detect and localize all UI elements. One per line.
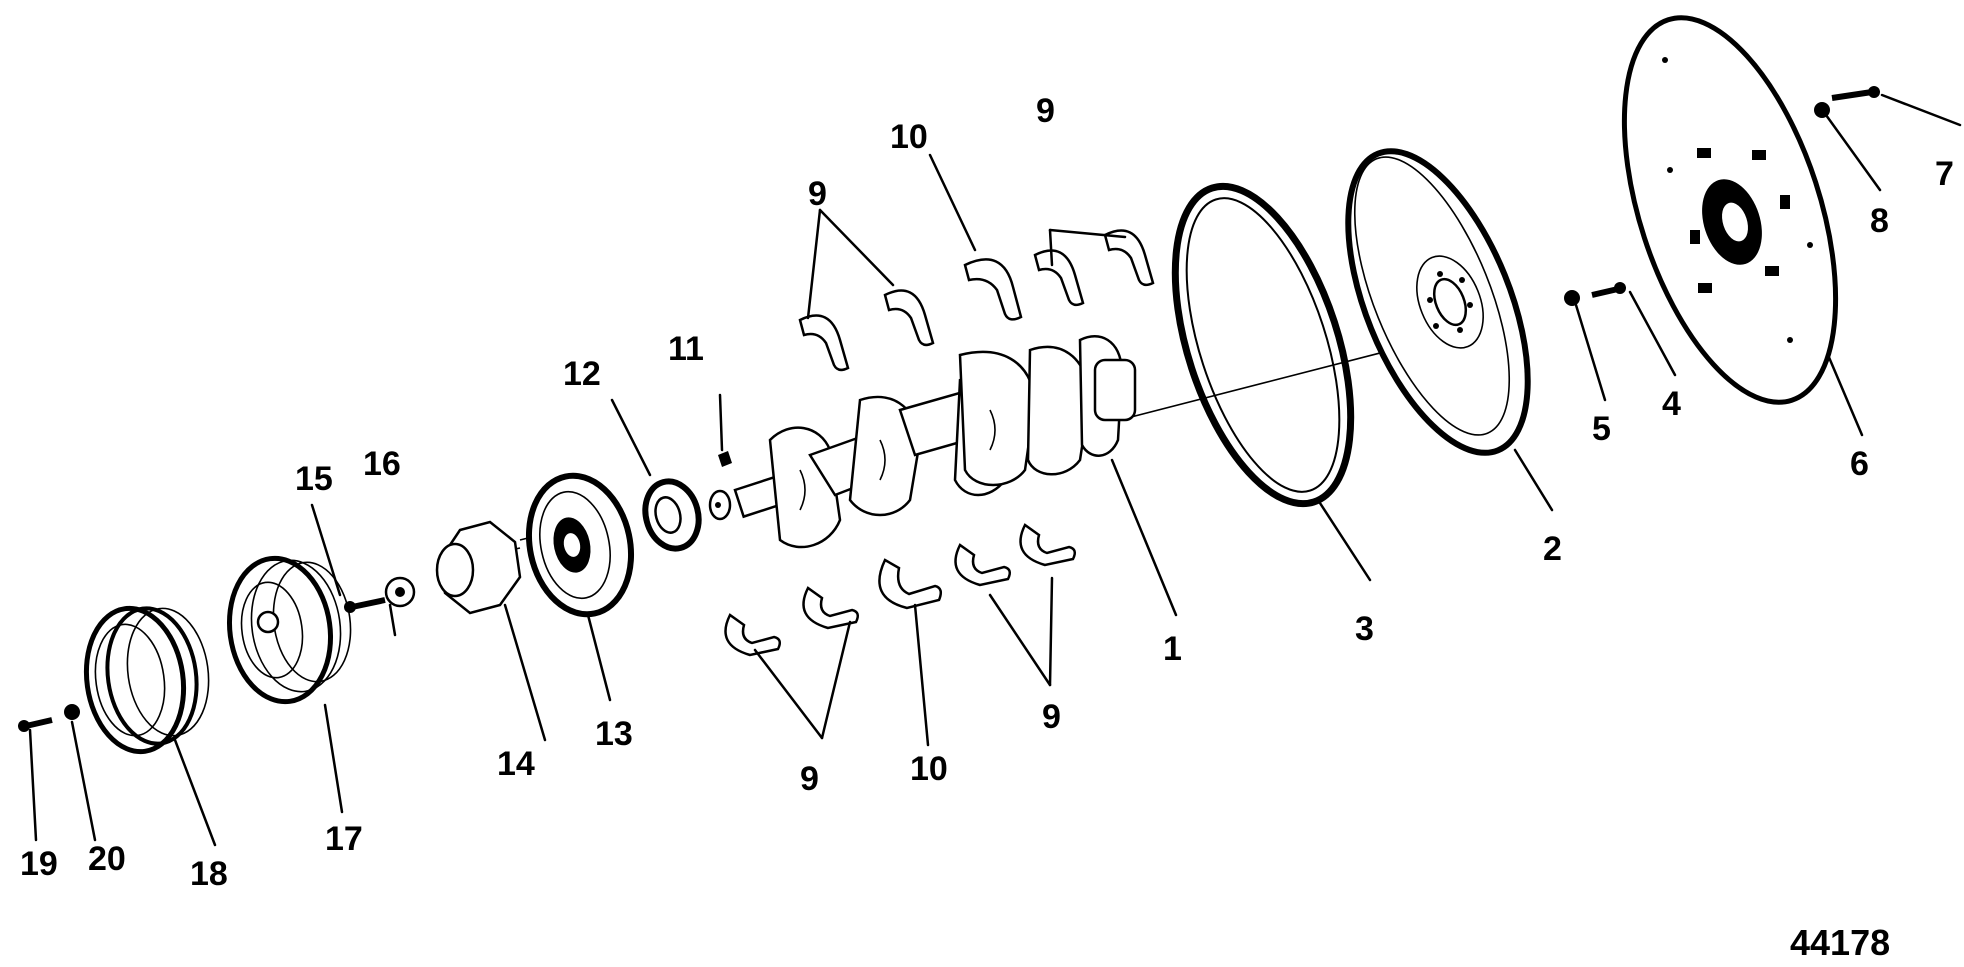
callout-10-upper: 10 bbox=[890, 118, 928, 156]
flexplate-bolt bbox=[1831, 86, 1880, 101]
leader-lines bbox=[28, 93, 1962, 847]
callout-3: 3 bbox=[1355, 610, 1374, 648]
callout-17: 17 bbox=[325, 820, 363, 858]
crankshaft-key bbox=[718, 451, 732, 467]
callout-labels: 1 2 3 4 5 6 7 8 9 9 9 9 10 10 11 12 13 1… bbox=[20, 92, 1954, 893]
callout-14: 14 bbox=[497, 745, 535, 783]
lower-main-bearings bbox=[724, 523, 1077, 657]
callout-8: 8 bbox=[1870, 202, 1889, 240]
callout-15: 15 bbox=[295, 460, 333, 498]
callout-12: 12 bbox=[563, 355, 601, 393]
callout-9-lower-left: 9 bbox=[800, 760, 819, 798]
pulley-washer bbox=[384, 576, 416, 608]
crankshaft bbox=[708, 335, 1137, 549]
callout-5: 5 bbox=[1592, 410, 1611, 448]
callout-1: 1 bbox=[1163, 630, 1182, 668]
callout-2: 2 bbox=[1543, 530, 1562, 568]
flexplate bbox=[1621, 15, 1839, 405]
callout-20: 20 bbox=[88, 840, 126, 878]
callout-16: 16 bbox=[363, 445, 401, 483]
outer-pulley bbox=[83, 605, 210, 755]
callout-6: 6 bbox=[1850, 445, 1869, 483]
callout-13: 13 bbox=[595, 715, 633, 753]
crankshaft-hub bbox=[435, 520, 522, 615]
figure-number: 44178 bbox=[1790, 922, 1890, 963]
flywheel-washer bbox=[1564, 290, 1580, 306]
callout-7: 7 bbox=[1935, 155, 1954, 193]
outer-pulley-washer bbox=[64, 704, 80, 720]
callout-10-lower: 10 bbox=[910, 750, 948, 788]
callout-9-upper-left: 9 bbox=[808, 175, 827, 213]
outer-pulley-bolt bbox=[18, 717, 53, 732]
callout-4: 4 bbox=[1662, 385, 1681, 423]
callout-9-lower-right: 9 bbox=[1042, 698, 1061, 736]
pulley-bolt bbox=[344, 597, 386, 613]
timing-gear bbox=[642, 478, 702, 552]
upper-main-bearings bbox=[798, 229, 1155, 372]
flywheel bbox=[1345, 148, 1531, 456]
callout-19: 19 bbox=[20, 845, 58, 883]
flywheel-bolt bbox=[1591, 282, 1626, 298]
callout-9-upper-right: 9 bbox=[1036, 92, 1055, 130]
callout-11: 11 bbox=[668, 330, 704, 368]
callout-18: 18 bbox=[190, 855, 228, 893]
harmonic-balancer bbox=[525, 472, 635, 618]
crankshaft-pulley bbox=[226, 555, 352, 705]
ring-gear bbox=[1171, 182, 1355, 508]
